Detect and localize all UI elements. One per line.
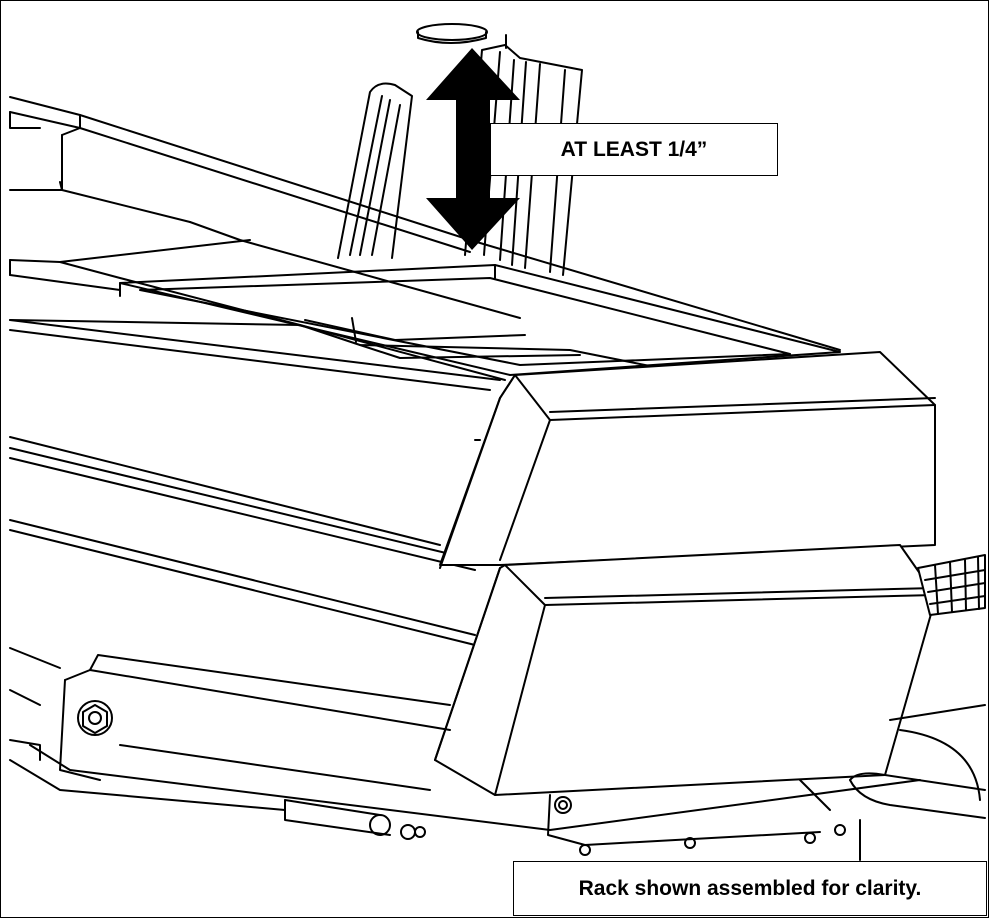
upper-side-beam: [9, 319, 501, 571]
clarity-note: Rack shown assembled for clarity.: [513, 861, 987, 916]
double-arrow-icon: [426, 48, 520, 250]
upper-end-cap: [439, 351, 936, 569]
upright-post-left: [337, 82, 413, 343]
front-tray: [9, 264, 841, 376]
dimension-label: AT LEAST 1/4”: [490, 123, 778, 176]
grid-panel: [917, 554, 986, 616]
bolt-head-right: [554, 796, 572, 814]
bolt-head-left: [77, 700, 113, 736]
gas-cylinder: [369, 814, 846, 856]
lower-side-beam: [9, 519, 476, 761]
lower-end-cap: [434, 544, 936, 796]
lower-frame-arm: [9, 654, 986, 861]
